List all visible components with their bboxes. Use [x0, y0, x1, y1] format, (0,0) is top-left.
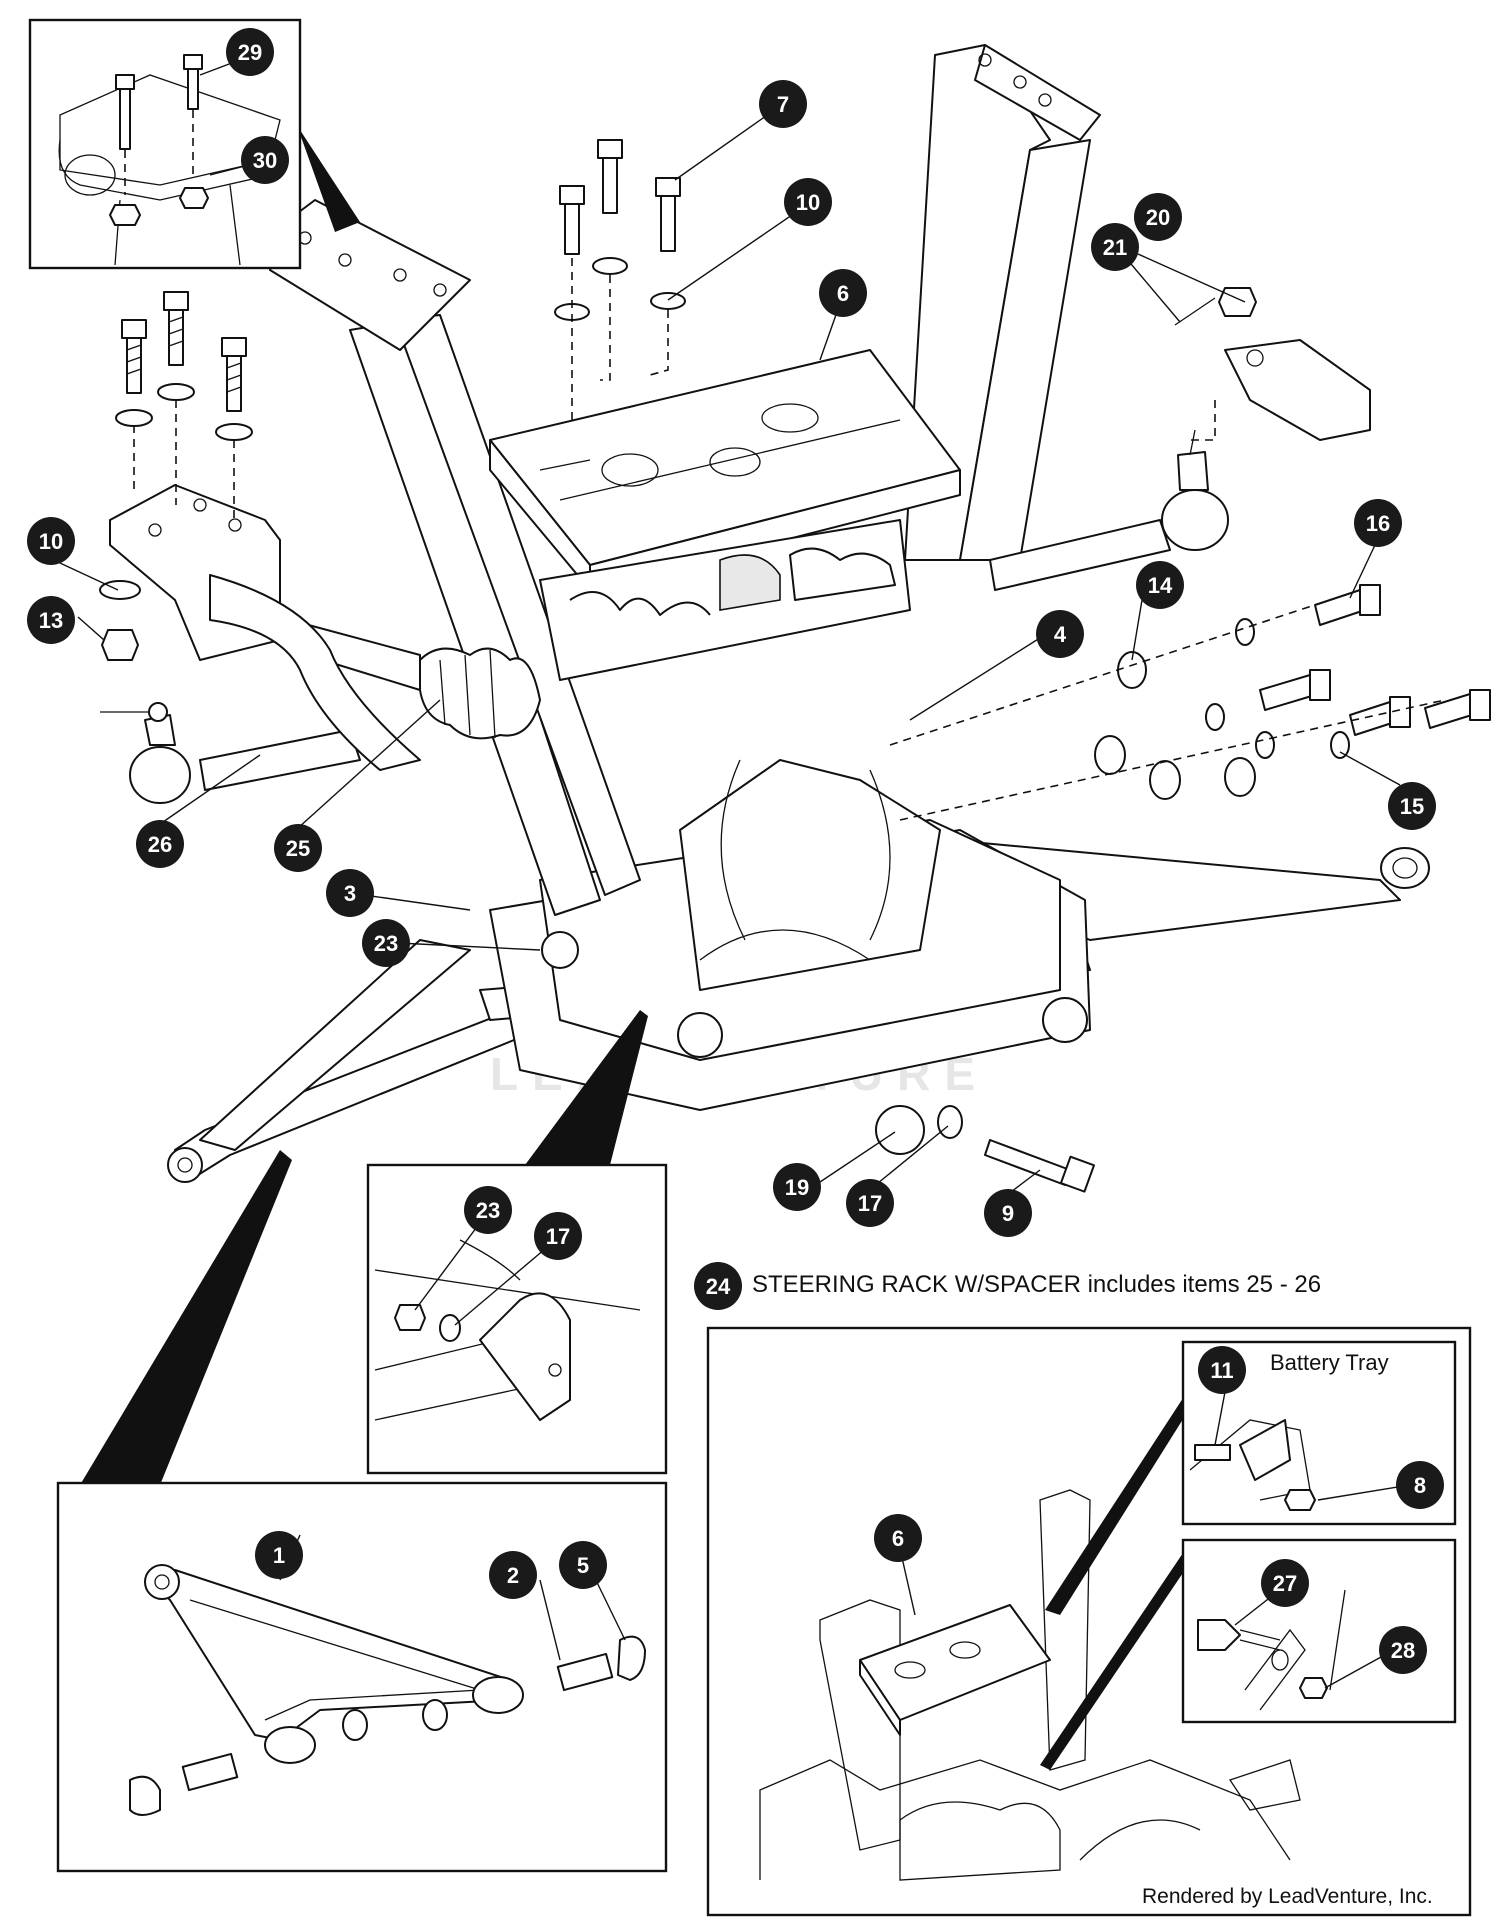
callout-15: 15	[1388, 782, 1436, 830]
a-arm-detail	[149, 1569, 511, 1741]
svg-text:21: 21	[1103, 235, 1127, 260]
bolt-left-3	[215, 337, 253, 520]
bolt-tray-2	[592, 139, 628, 381]
bolt-right-16	[1314, 584, 1381, 626]
tie-rod-end-left	[199, 729, 361, 791]
callout-17b: 17	[534, 1212, 582, 1260]
front-frame-assembly	[100, 44, 1430, 1183]
svg-text:2: 2	[507, 1563, 519, 1588]
callout-6b: 6	[874, 1514, 922, 1562]
tie-rod-end-right	[989, 519, 1171, 591]
left-mount-bracket	[109, 484, 281, 661]
callout-28: 28	[1379, 1626, 1427, 1674]
bolt-right-c	[1424, 689, 1491, 729]
cotter-pin	[1174, 297, 1216, 326]
svg-text:26: 26	[148, 832, 172, 857]
svg-text:19: 19	[785, 1175, 809, 1200]
inset-bottom-right: Battery Tray Rendered by LeadVenture, In…	[706, 1326, 1472, 1917]
battery-tray-label: Battery Tray	[1270, 1350, 1389, 1375]
credit-text: Rendered by LeadVenture, Inc.	[1142, 1885, 1433, 1908]
washer-left	[99, 580, 141, 600]
knuckle-bracket	[1224, 339, 1371, 441]
callout-8: 8	[1396, 1461, 1444, 1509]
callout-2: 2	[489, 1551, 537, 1599]
callout-4: 4	[1036, 610, 1084, 658]
svg-text:10: 10	[796, 190, 820, 215]
svg-text:30: 30	[253, 148, 277, 173]
svg-text:6: 6	[837, 281, 849, 306]
callout-26: 26	[136, 820, 184, 868]
callout-16: 16	[1354, 499, 1402, 547]
callout-30: 30	[241, 136, 289, 184]
bumper-cap-19	[875, 1105, 925, 1155]
callout-11: 11	[1198, 1346, 1246, 1394]
vehicle-frame-view	[759, 1759, 1291, 1880]
callout-10a: 10	[784, 178, 832, 226]
svg-text:25: 25	[286, 836, 310, 861]
callout-5: 5	[559, 1541, 607, 1589]
kit-note: STEERING RACK W/SPACER includes items 25…	[752, 1271, 1321, 1298]
callout-3: 3	[326, 869, 374, 917]
callout-17a: 17	[846, 1179, 894, 1227]
svg-text:27: 27	[1273, 1571, 1297, 1596]
callout-23a: 23	[362, 919, 410, 967]
svg-text:11: 11	[1210, 1358, 1233, 1383]
bolt-right-b	[1349, 696, 1411, 736]
svg-text:3: 3	[344, 881, 356, 906]
steering-bellows-left	[419, 647, 541, 740]
callout-19: 19	[773, 1163, 821, 1211]
svg-text:23: 23	[476, 1198, 500, 1223]
svg-text:10: 10	[39, 529, 63, 554]
svg-text:4: 4	[1054, 622, 1067, 647]
callout-29: 29	[226, 28, 274, 76]
svg-text:1: 1	[273, 1543, 285, 1568]
svg-text:8: 8	[1414, 1473, 1426, 1498]
callout-24: 24	[694, 1262, 742, 1310]
svg-text:20: 20	[1146, 205, 1170, 230]
callout-14: 14	[1136, 561, 1184, 609]
bolt-9	[984, 1139, 1071, 1186]
callout-27: 27	[1261, 1559, 1309, 1607]
bolt-left-2	[157, 291, 195, 505]
svg-text:29: 29	[238, 40, 262, 65]
bolt-tray-1	[554, 185, 590, 420]
svg-text:14: 14	[1148, 573, 1173, 598]
bolt-right-a	[1259, 669, 1331, 711]
svg-text:5: 5	[577, 1553, 589, 1578]
inset-a-arm	[56, 1150, 668, 1873]
svg-text:17: 17	[858, 1191, 882, 1216]
svg-text:24: 24	[706, 1274, 731, 1299]
svg-text:13: 13	[39, 608, 63, 633]
svg-text:28: 28	[1391, 1638, 1415, 1663]
callout-6: 6	[819, 269, 867, 317]
svg-text:15: 15	[1400, 794, 1424, 819]
svg-text:17: 17	[546, 1224, 570, 1249]
svg-text:16: 16	[1366, 511, 1390, 536]
nut-left	[101, 629, 139, 661]
callout-23b: 23	[464, 1186, 512, 1234]
callout-7: 7	[759, 80, 807, 128]
svg-text:6: 6	[892, 1526, 904, 1551]
callout-25: 25	[274, 824, 322, 872]
fasteners	[99, 139, 1491, 1193]
svg-text:9: 9	[1002, 1201, 1014, 1226]
callout-1: 1	[255, 1531, 303, 1579]
bolt-left-1	[115, 319, 153, 495]
callout-21: 21	[1091, 223, 1139, 271]
callout-10b: 10	[27, 517, 75, 565]
callout-13: 13	[27, 596, 75, 644]
lock-washer-15	[1330, 731, 1350, 759]
svg-text:23: 23	[374, 931, 398, 956]
washer-17	[937, 1105, 963, 1139]
svg-text:7: 7	[777, 92, 789, 117]
leader-lines	[59, 54, 1411, 1689]
callout-9: 9	[984, 1189, 1032, 1237]
inset-detail-23-17	[366, 1010, 668, 1475]
callout-20: 20	[1134, 193, 1182, 241]
bolt-tray-3	[649, 177, 686, 376]
